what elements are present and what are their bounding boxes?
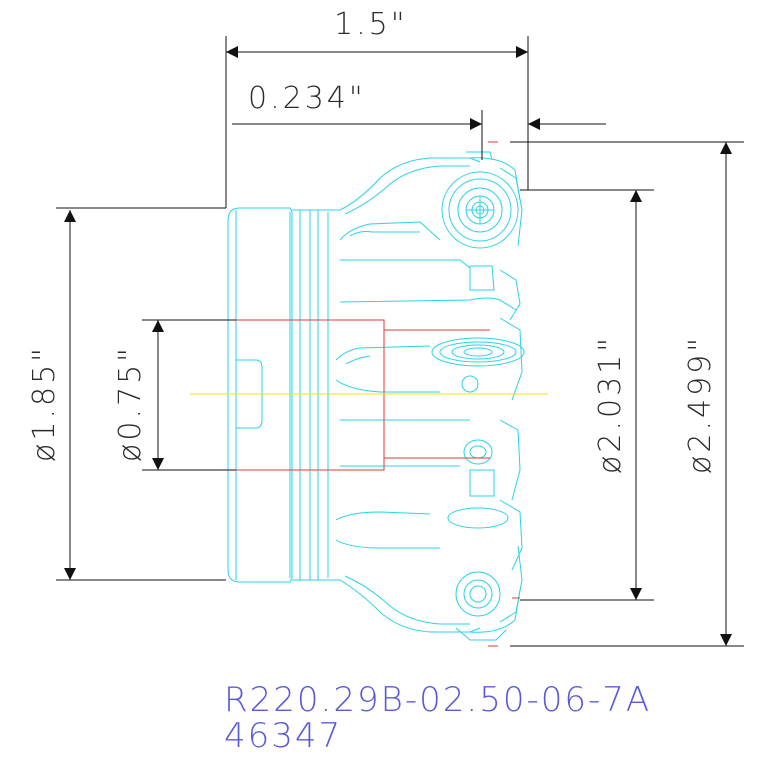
- part-code: 46347: [224, 716, 343, 756]
- cutter-body-outline: [227, 151, 525, 641]
- dimension-lines: [56, 36, 744, 647]
- dim-overall-length: 1.5": [334, 7, 408, 42]
- dim-bore-diameter: ø0.75": [113, 345, 148, 462]
- dim-mid-diameter: ø2.031": [593, 335, 628, 474]
- part-label: R220.29B-02.50-06-7A 46347: [224, 682, 651, 754]
- bore-outline: [236, 141, 520, 647]
- dim-offset-length: 0.234": [248, 81, 366, 116]
- part-number: R220.29B-02.50-06-7A: [224, 680, 652, 720]
- dim-cutting-diameter: ø2.499": [683, 335, 718, 474]
- dim-body-diameter: ø1.85": [27, 345, 62, 462]
